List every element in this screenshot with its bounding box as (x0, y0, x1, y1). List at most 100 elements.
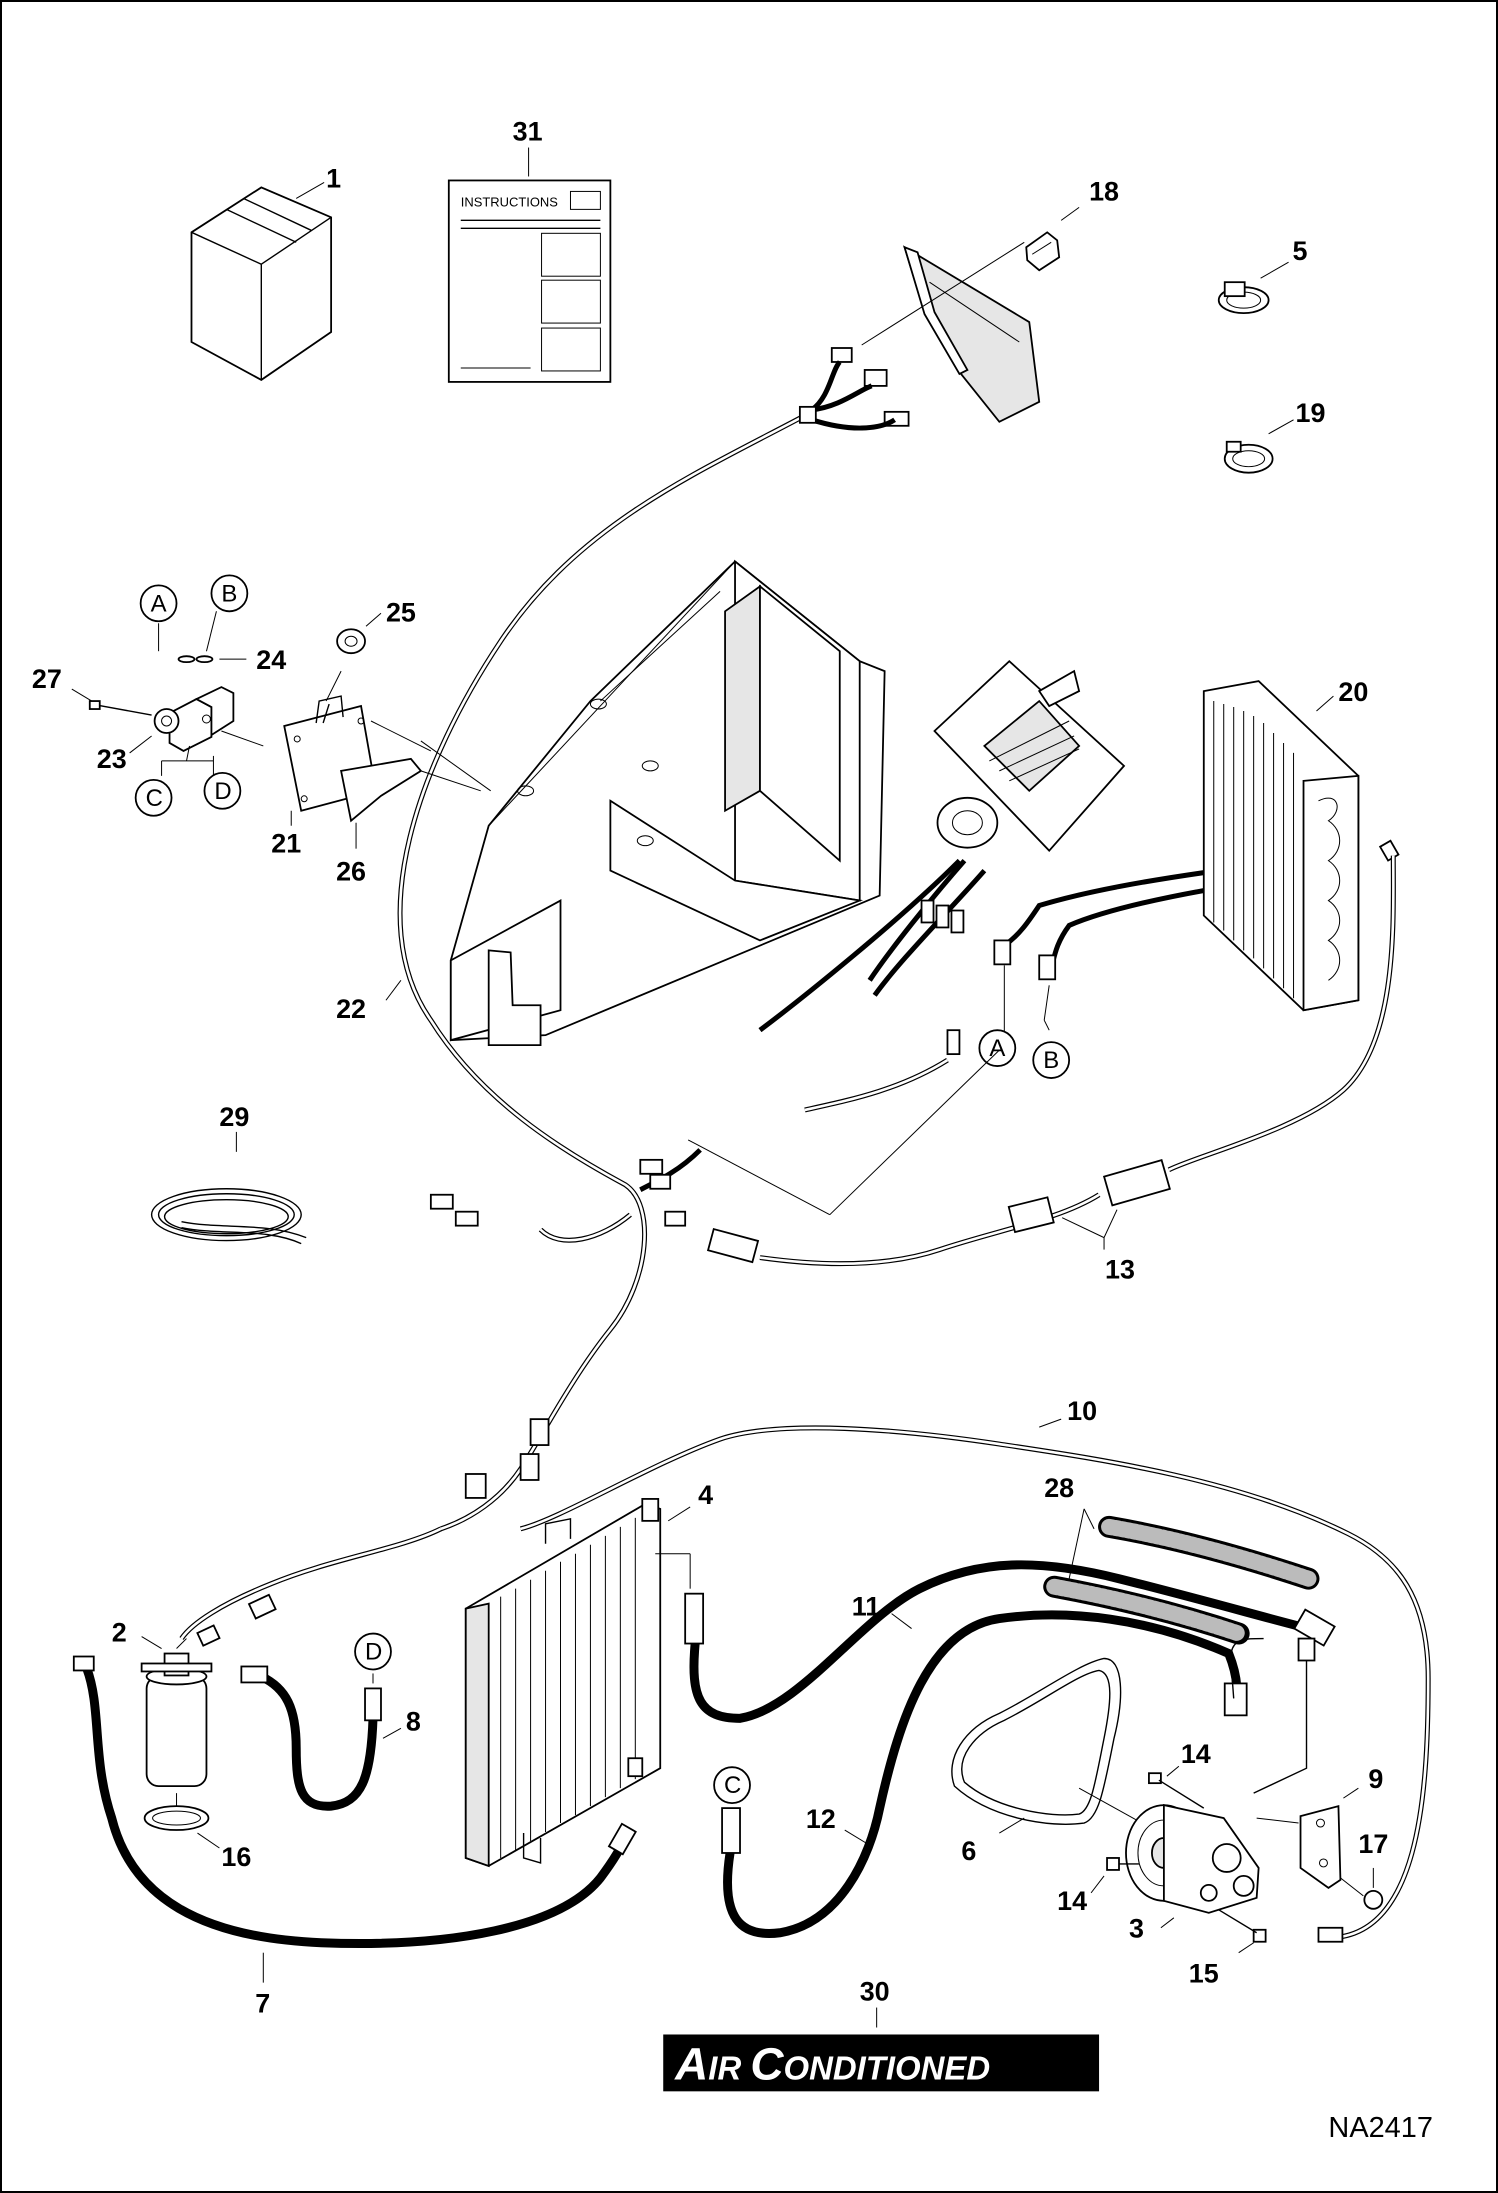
part-7-liquid-hose (82, 1663, 630, 1948)
hose-12-compressor-fitting (1223, 1682, 1248, 1717)
callout-14-lower: 14 (1057, 1886, 1087, 1916)
callout-30: 30 (860, 1977, 890, 2007)
part-14-bolt-upper (1148, 1772, 1205, 1809)
connector-d-lower-label: D (365, 1638, 382, 1665)
thermostat-wire (706, 855, 1396, 1267)
callout-22: 22 (336, 994, 366, 1024)
callout-8: 8 (406, 1706, 421, 1736)
connector-b-valve-label: B (221, 580, 237, 607)
callout-19: 19 (1296, 398, 1326, 428)
decal-cap-a: A (674, 2037, 708, 2089)
part-20-evaporator-core (1202, 680, 1400, 1012)
decal-text: AIR CONDITIONED (674, 2037, 990, 2089)
decal-rest-a: IR (708, 2049, 741, 2086)
condenser-fins (500, 1517, 636, 1858)
callout-3: 3 (1129, 1914, 1144, 1944)
connector-c-lower-label: C (724, 1772, 741, 1799)
callout-25: 25 (386, 597, 416, 627)
part-4-condenser (464, 1498, 662, 1868)
blower-wires (758, 858, 987, 1033)
part-15-bolt (1218, 1909, 1267, 1943)
callout-24: 24 (256, 645, 286, 675)
connector-b-valve: B (210, 574, 249, 613)
callout-23: 23 (97, 744, 127, 774)
callout-12: 12 (806, 1804, 836, 1834)
hose-7-drier-fitting (72, 1655, 95, 1672)
callout-16: 16 (221, 1842, 251, 1872)
part-30-decal: AIR CONDITIONED (663, 2034, 1100, 2092)
part-6-belt (951, 1657, 1122, 1825)
part-3-compressor (1125, 1803, 1260, 1914)
compressor-discharge-line (1230, 1637, 1264, 1699)
instructions-label: INSTRUCTIONS (461, 194, 559, 209)
drawing-reference: NA2417 (1328, 2112, 1432, 2144)
connector-a-valve: A (139, 584, 178, 623)
part-26-seal (340, 757, 423, 823)
callout-2: 2 (112, 1618, 127, 1648)
callout-17: 17 (1358, 1829, 1388, 1859)
connector-d-lower: D (354, 1632, 392, 1671)
evaporator-pipes (993, 870, 1205, 1041)
switch-panel (903, 245, 1041, 423)
evaporator-fins (1213, 701, 1295, 999)
part-5-clamp (1217, 281, 1270, 314)
part-1-box (190, 186, 333, 381)
hose-11-fitting (684, 1592, 705, 1645)
hose-8-drier-fitting (240, 1665, 269, 1684)
callout-5: 5 (1293, 236, 1308, 266)
part-31-instructions-sheet: INSTRUCTIONS (447, 179, 612, 383)
callout-11: 11 (852, 1592, 880, 1622)
part-23-expansion-valve (153, 686, 235, 752)
part-12-suction-hose (723, 1610, 1242, 1938)
callout-26: 26 (336, 857, 366, 887)
connector-d-valve-label: D (214, 778, 231, 805)
callout-31: 31 (513, 117, 543, 147)
callout-13: 13 (1105, 1255, 1135, 1285)
decal-cap-c: C (750, 2037, 784, 2089)
part-14-bolt-lower (1106, 1857, 1139, 1871)
part-19-cable-tie (1223, 440, 1274, 474)
callout-7: 7 (255, 1989, 270, 2019)
part-24-o-rings (177, 655, 214, 664)
callout-1: 1 (326, 163, 341, 193)
part-9-bracket (1299, 1804, 1342, 1889)
part-25-nut (336, 628, 366, 655)
part-27-bolt (88, 700, 152, 716)
part-16-clamp (143, 1805, 210, 1831)
harness-top-connectors (810, 347, 910, 431)
part-17-nut (1363, 1889, 1384, 1910)
harness-branches (429, 1029, 1000, 1243)
connector-b-label: B (1043, 1047, 1059, 1074)
callout-28: 28 (1044, 1473, 1074, 1503)
connector-c-lower: C (713, 1766, 751, 1805)
callout-6: 6 (961, 1836, 976, 1866)
harness-lower-connectors (464, 1418, 550, 1499)
hose-8-end-fitting (364, 1687, 382, 1722)
evaporator-housing (449, 559, 886, 1047)
connector-d-valve: D (203, 771, 242, 810)
part-28-hose-sleeves (1043, 1515, 1320, 1645)
callout-10: 10 (1067, 1396, 1097, 1426)
callout-29: 29 (219, 1102, 249, 1132)
callout-14-upper: 14 (1181, 1739, 1211, 1769)
connector-c-valve: C (134, 778, 173, 817)
part-10-switch-wire (179, 1425, 1431, 1943)
part-2-receiver-drier (140, 1638, 213, 1788)
compressor-link-line (1253, 1653, 1308, 1794)
callout-27: 27 (32, 664, 62, 694)
connector-a-evaporator: A (978, 1029, 1017, 1067)
callout-15: 15 (1189, 1959, 1219, 1989)
connector-c-valve-label: C (146, 785, 163, 812)
callout-9: 9 (1368, 1764, 1383, 1794)
callout-21: 21 (271, 829, 301, 859)
callout-18: 18 (1089, 176, 1119, 206)
part-29-tubing-coil (150, 1188, 307, 1245)
connector-b-evaporator: B (1032, 1041, 1071, 1079)
callout-20: 20 (1338, 677, 1368, 707)
callout-4: 4 (698, 1480, 713, 1510)
part-8-hose (256, 1671, 378, 1811)
decal-rest-c: ONDITIONED (784, 2049, 991, 2086)
hose-12-fitting (721, 1807, 741, 1854)
